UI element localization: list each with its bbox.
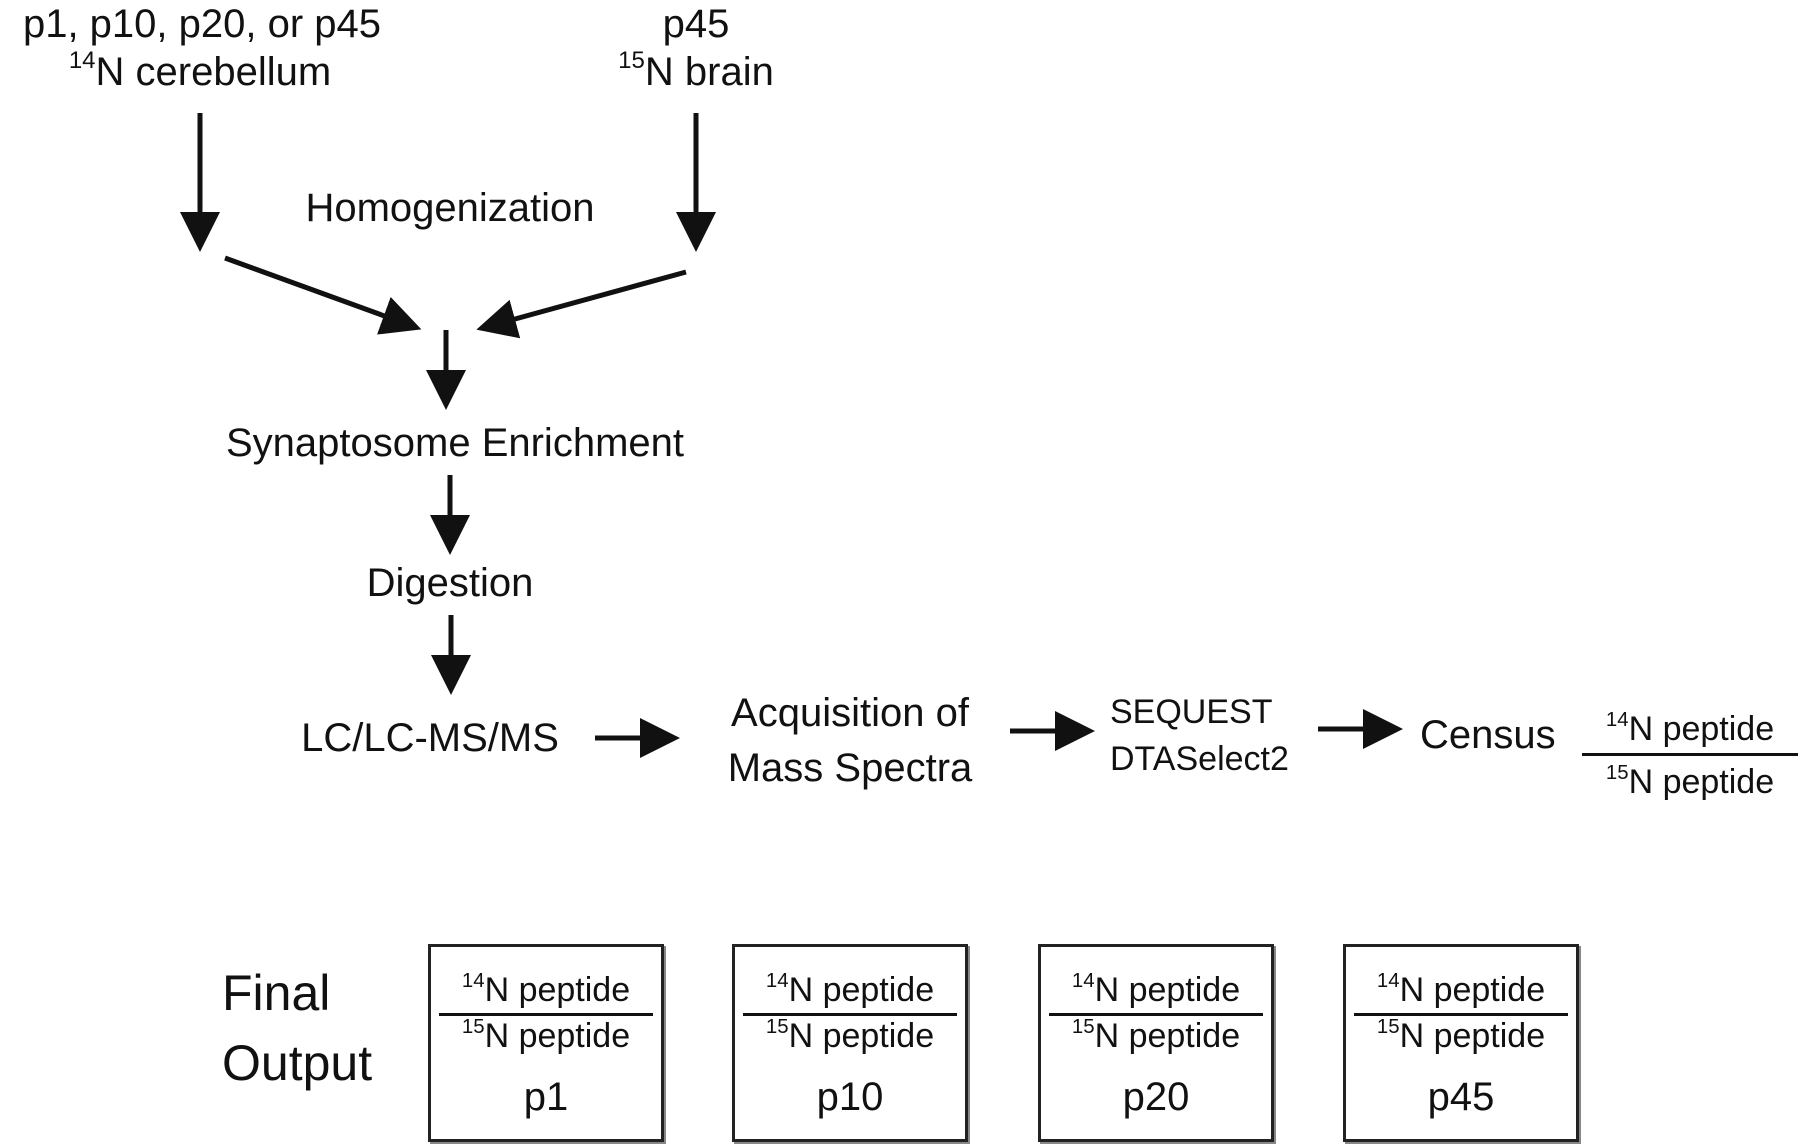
box-stage-label: p45 [1427,1075,1495,1119]
box-denominator-label: N peptide [1399,1017,1546,1055]
box-numerator: 14N peptide [431,969,661,1009]
step-synaptosome-enrichment: Synaptosome Enrichment [225,421,684,465]
box-stage-label: p1 [523,1075,569,1119]
box-fraction-bar [1049,1013,1263,1016]
final-output-label-line1: Final [222,965,331,1021]
census-ratio-bar [1582,753,1798,756]
isotope-15-sup: 15 [765,1015,789,1038]
step-homogenization: Homogenization [305,186,595,230]
box-denominator: 15N peptide [735,1015,965,1055]
isotope-15-sup: 15 [1071,1015,1095,1038]
isotope-15-sup: 15 [618,47,645,75]
box-numerator-label: N peptide [1399,971,1546,1009]
isotope-14-sup: 14 [1605,708,1629,731]
box-numerator: 14N peptide [735,969,965,1009]
step-acquisition-line1: Acquisition of [731,691,969,735]
isotope-15-sup: 15 [1605,761,1629,784]
step-census: Census [1420,713,1556,757]
step-lcms: LC/LC-MS/MS [301,716,559,760]
step-dtaselect: DTASelect2 [1110,740,1289,778]
box-fraction-bar [439,1013,653,1016]
input-left-stage: p1, p10, p20, or p45 [22,2,382,46]
step-sequest: SEQUEST [1110,693,1273,731]
final-output-label-line2: Output [222,1035,373,1091]
isotope-15-sup: 15 [461,1015,485,1038]
isotope-14-sup: 14 [1071,969,1095,992]
box-stage-label: p20 [1122,1075,1190,1119]
box-denominator-label: N peptide [484,1017,631,1055]
box-denominator: 15N peptide [431,1015,661,1055]
isotope-14-sup: 14 [765,969,789,992]
box-fraction-bar [1354,1013,1568,1016]
arrow-right-diagonal [476,269,687,339]
box-denominator: 15N peptide [1346,1015,1576,1055]
ratio-denominator-label: N peptide [1628,763,1775,801]
box-numerator-label: N peptide [1094,971,1241,1009]
box-numerator-label: N peptide [788,971,935,1009]
census-ratio-denominator: 15N peptide [1580,761,1800,801]
input-right-stage: p45 [662,2,730,46]
arrow-left-diagonal [224,255,422,335]
isotope-15-sup: 15 [1376,1015,1400,1038]
box-stage-label: p10 [816,1075,884,1119]
final-output-box-p10: 14N peptide 15N peptide p10 [732,944,968,1142]
step-digestion: Digestion [366,561,534,605]
step-acquisition-line2: Mass Spectra [727,746,973,790]
isotope-14-sup: 14 [461,969,485,992]
ratio-numerator-label: N peptide [1628,710,1775,748]
final-output-box-p1: 14N peptide 15N peptide p1 [428,944,664,1142]
box-denominator: 15N peptide [1041,1015,1271,1055]
isotope-14-sup: 14 [1376,969,1400,992]
box-fraction-bar [743,1013,957,1016]
census-ratio-numerator: 14N peptide [1580,708,1800,748]
box-numerator: 14N peptide [1041,969,1271,1009]
input-left-tissue: 14N cerebellum [0,49,400,94]
final-output-box-p45: 14N peptide 15N peptide p45 [1343,944,1579,1142]
input-right-tissue-label: N brain [644,50,774,94]
input-left-tissue-label: N cerebellum [95,50,332,94]
box-numerator: 14N peptide [1346,969,1576,1009]
input-right-tissue: 15N brain [576,49,816,94]
box-numerator-label: N peptide [484,971,631,1009]
box-denominator-label: N peptide [788,1017,935,1055]
box-denominator-label: N peptide [1094,1017,1241,1055]
isotope-14-sup: 14 [68,47,96,75]
final-output-box-p20: 14N peptide 15N peptide p20 [1038,944,1274,1142]
